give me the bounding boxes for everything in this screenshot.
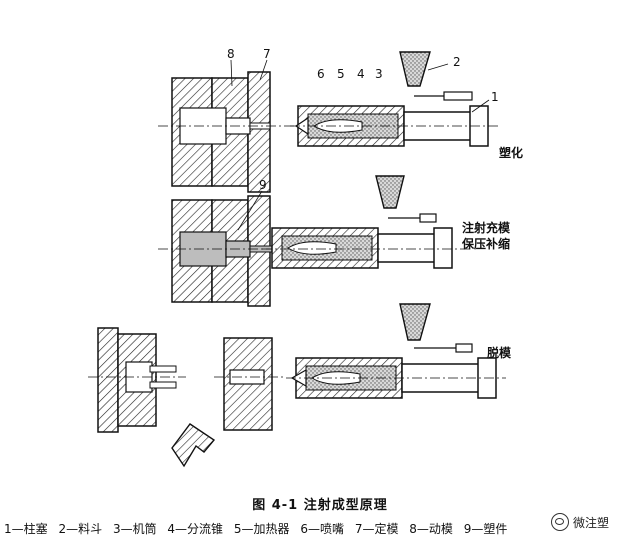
moving-mold-3 xyxy=(88,327,186,433)
stage-label-injection-line1: 注射充模 xyxy=(462,220,511,235)
barrel-assembly-3 xyxy=(286,303,506,399)
label-7: 7 xyxy=(263,47,271,61)
legend-item: 6—喷嘴 xyxy=(300,522,344,536)
mold-assembly-2 xyxy=(158,195,290,307)
stage-label-injection-line2: 保压补缩 xyxy=(461,236,510,251)
legend-item: 1—柱塞 xyxy=(4,522,48,536)
stage-plasticizing: 8 7 6 5 4 3 2 1 塑化 xyxy=(158,47,523,193)
mold-assembly-1 xyxy=(158,71,300,193)
legend-item: 3—机筒 xyxy=(112,522,157,536)
barrel-assembly-1 xyxy=(290,51,498,147)
label-8: 8 xyxy=(227,47,235,61)
label-3: 3 xyxy=(375,67,383,81)
label-4: 4 xyxy=(357,67,365,81)
figure-caption: 图 4-1 注射成型原理 xyxy=(252,498,388,513)
watermark-text: 微注塑 xyxy=(573,515,610,530)
fixed-mold-3 xyxy=(214,337,284,431)
label-6: 6 xyxy=(317,67,325,81)
stage-ejection: 脱模 xyxy=(88,303,512,468)
legend-item: 4—分流锥 xyxy=(167,522,224,536)
ejected-part xyxy=(171,423,216,468)
watermark: 微注塑 xyxy=(548,512,613,532)
stage-label-ejection: 脱模 xyxy=(487,345,512,360)
legend-item: 9—塑件 xyxy=(463,522,508,536)
parts-legend: 1—柱塞 2—料斗 3—机筒 4—分流锥 5—加热器 6—喷嘴 7—定模 8—动… xyxy=(4,520,514,537)
legend-item: 7—定模 xyxy=(354,522,399,536)
barrel-assembly-2 xyxy=(262,175,470,269)
label-9: 9 xyxy=(259,178,267,192)
wechat-icon xyxy=(551,513,569,531)
label-2: 2 xyxy=(453,55,461,69)
label-5: 5 xyxy=(337,67,345,81)
legend-item: 5—加热器 xyxy=(233,522,290,536)
legend-item: 2—料斗 xyxy=(58,522,103,536)
legend-item: 8—动模 xyxy=(409,522,453,536)
stage-injection: 9 注射充模 保压补缩 xyxy=(158,175,511,307)
label-1: 1 xyxy=(491,90,499,104)
part-number-labels-1: 8 7 6 5 4 3 2 1 xyxy=(227,47,499,113)
stage-label-plasticizing: 塑化 xyxy=(499,145,523,160)
